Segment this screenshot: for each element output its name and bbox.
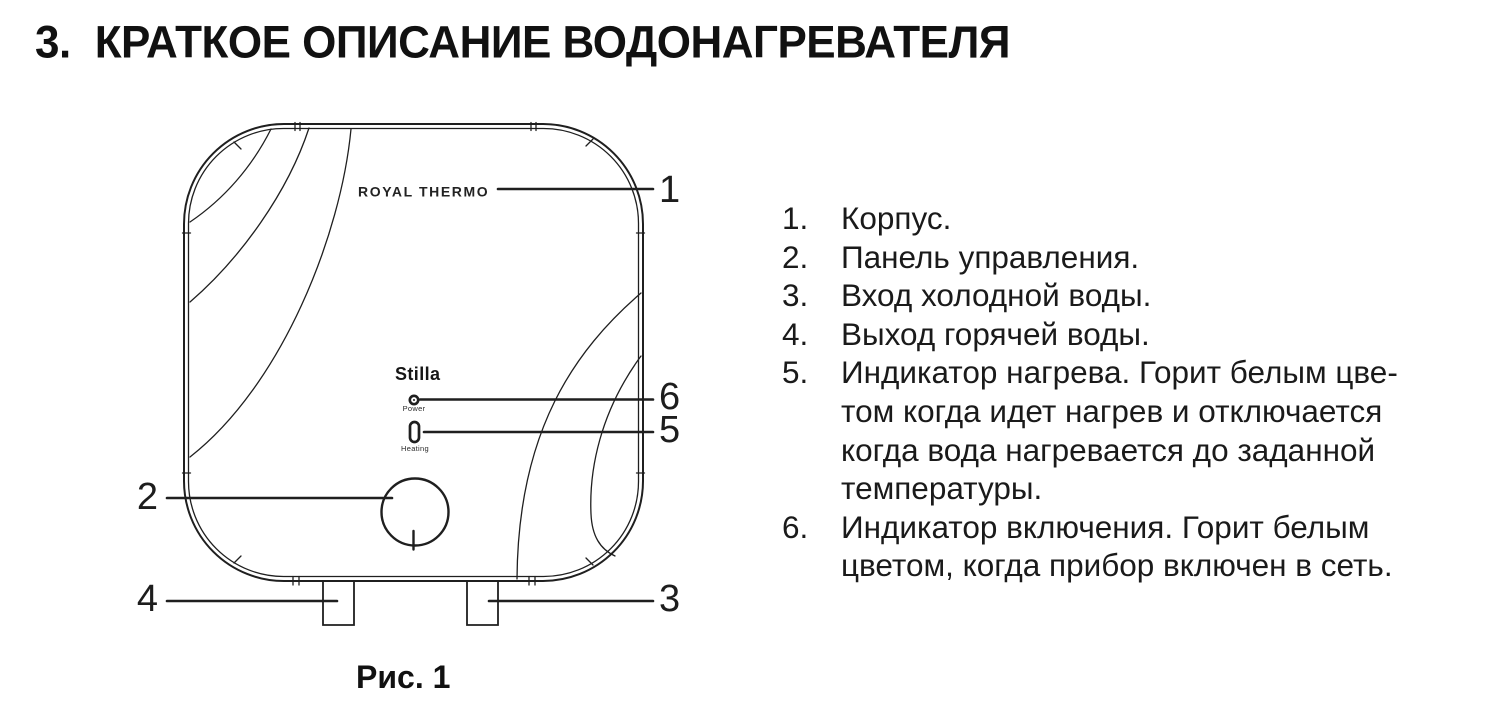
callout-number-5: 5 [659, 409, 681, 451]
parts-list: 1. Корпус. 2. Панель управления. 3. Вход… [782, 199, 1472, 585]
list-item: 5. Индикатор нагрева. Горит белым цве- т… [782, 353, 1472, 507]
wave-top-left-1 [189, 128, 272, 223]
list-item: 1. Корпус. [782, 199, 1472, 238]
body-inner-outline [187, 127, 640, 578]
list-item: 3. Вход холодной воды. [782, 276, 1472, 315]
pipes [322, 580, 499, 626]
body-outer-outline [183, 123, 644, 582]
heating-indicator-label: Heating [401, 444, 429, 453]
list-item-text: Выход горячей воды. [841, 315, 1150, 352]
list-item-text: Вход холодной воды. [841, 277, 1152, 314]
brand-logo-text: ROYAL THERMO [358, 183, 490, 200]
callout-number-4: 4 [136, 578, 158, 620]
list-item-number: 4. [782, 315, 809, 352]
list-item: 4. Выход горячей воды. [782, 315, 1472, 354]
list-item-text: Корпус. [841, 200, 952, 236]
leader-lines [165, 187, 655, 603]
seam-ticks [181, 121, 646, 586]
wave-top-left-3 [189, 128, 352, 458]
model-name-text: Stilla [395, 364, 441, 384]
callout-number-2: 2 [136, 476, 158, 518]
heating-indicator-icon [408, 420, 421, 444]
wave-right-2 [590, 355, 642, 557]
figure-caption: Рис. 1 [356, 659, 451, 695]
list-item: 6. Индикатор включения. Горит белым цвет… [782, 508, 1472, 585]
wave-top-left-2 [189, 127, 310, 303]
list-item-number: 3. [782, 277, 809, 314]
decorative-curves [189, 127, 642, 580]
power-indicator-label: Power [402, 404, 426, 413]
list-item-number: 1. [782, 200, 809, 236]
list-item-number: 6. [782, 508, 809, 545]
section-number: 3. [35, 16, 71, 68]
hot-water-outlet-pipe [322, 580, 355, 626]
cold-water-inlet-pipe [466, 580, 499, 626]
section-title: КРАТКОЕ ОПИСАНИЕ ВОДОНАГРЕВАТЕЛЯ [94, 16, 1011, 68]
power-indicator-icon [408, 394, 420, 406]
callout-number-3: 3 [659, 578, 681, 620]
list-item-number: 5. [782, 354, 809, 391]
list-item-text: Индикатор включения. Горит белым цветом,… [841, 508, 1393, 584]
list-item-text: Панель управления. [841, 238, 1140, 275]
section-heading: 3. КРАТКОЕ ОПИСАНИЕ ВОДОНАГРЕВАТЕЛЯ [35, 16, 1011, 68]
wave-right-1 [516, 292, 642, 580]
callout-number-1: 1 [659, 169, 681, 211]
list-item: 2. Панель управления. [782, 238, 1472, 277]
control-knob [380, 477, 450, 551]
callout-number-6: 6 [659, 376, 681, 418]
list-item-text: Индикатор нагрева. Горит белым цве- том … [841, 354, 1398, 507]
list-item-number: 2. [782, 238, 809, 275]
